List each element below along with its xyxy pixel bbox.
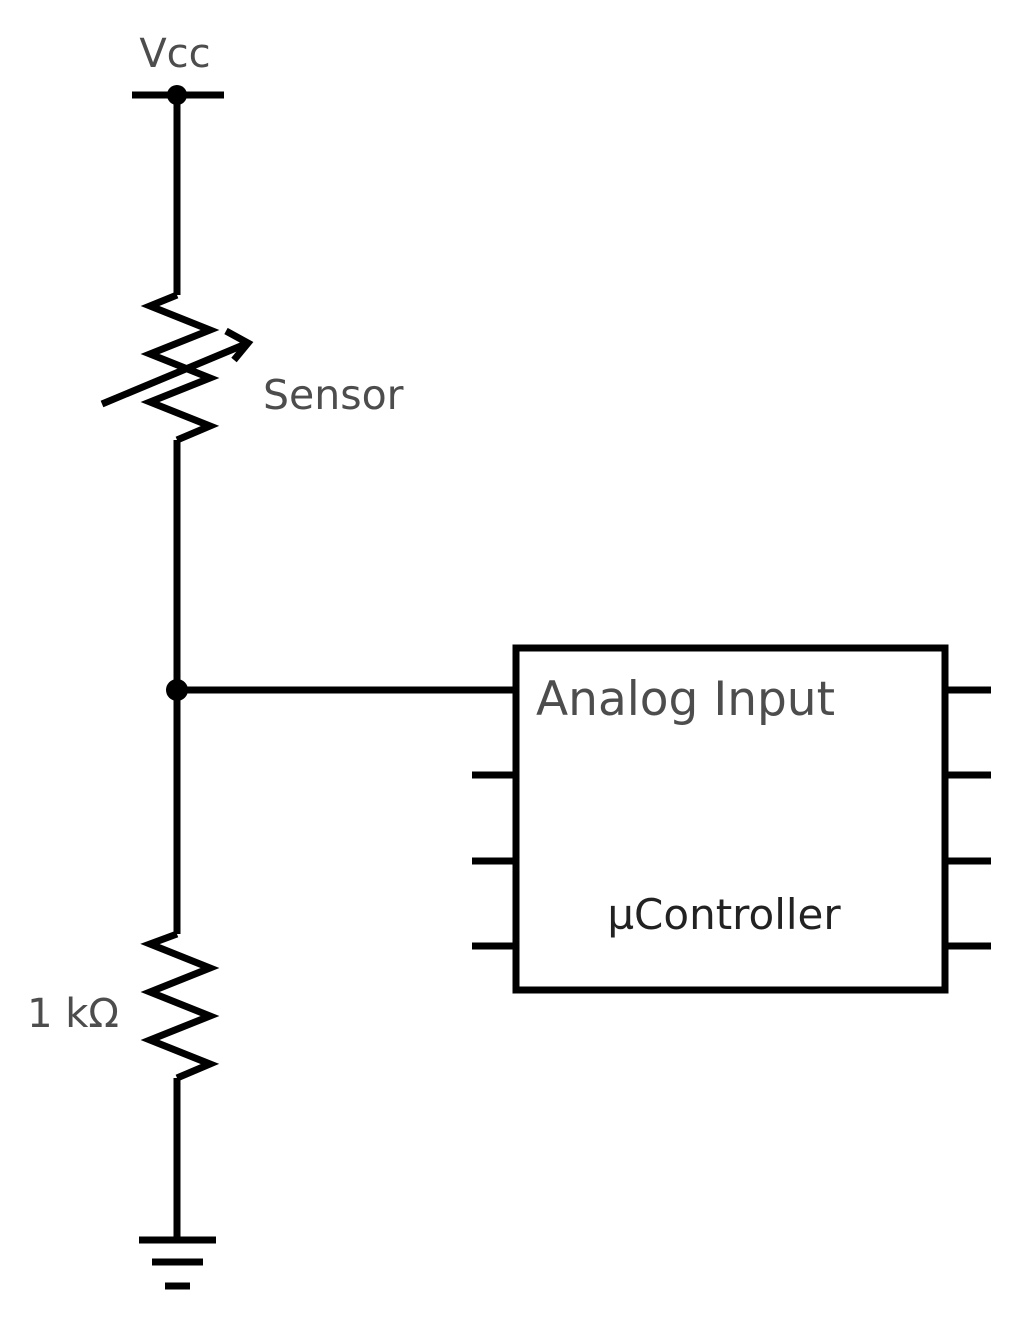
ground-symbol (139, 1236, 216, 1290)
resistor-label: 1 kΩ (27, 991, 119, 1037)
pulldown-resistor (140, 930, 220, 1082)
resistor-zigzag (140, 930, 220, 1082)
chip-body (512, 644, 949, 994)
vcc-label: Vcc (139, 31, 210, 77)
sensor-variable-arrow-shaft (100, 339, 250, 408)
sensor-resistor-zigzag (140, 291, 220, 444)
sensor-variable-resistor (100, 291, 254, 444)
microcontroller-label: µController (607, 890, 841, 939)
sensor-label: Sensor (263, 371, 404, 419)
analog-input-label: Analog Input (536, 672, 835, 727)
sensor-variable-arrow-head (224, 327, 254, 363)
microcontroller-chip (472, 644, 991, 994)
